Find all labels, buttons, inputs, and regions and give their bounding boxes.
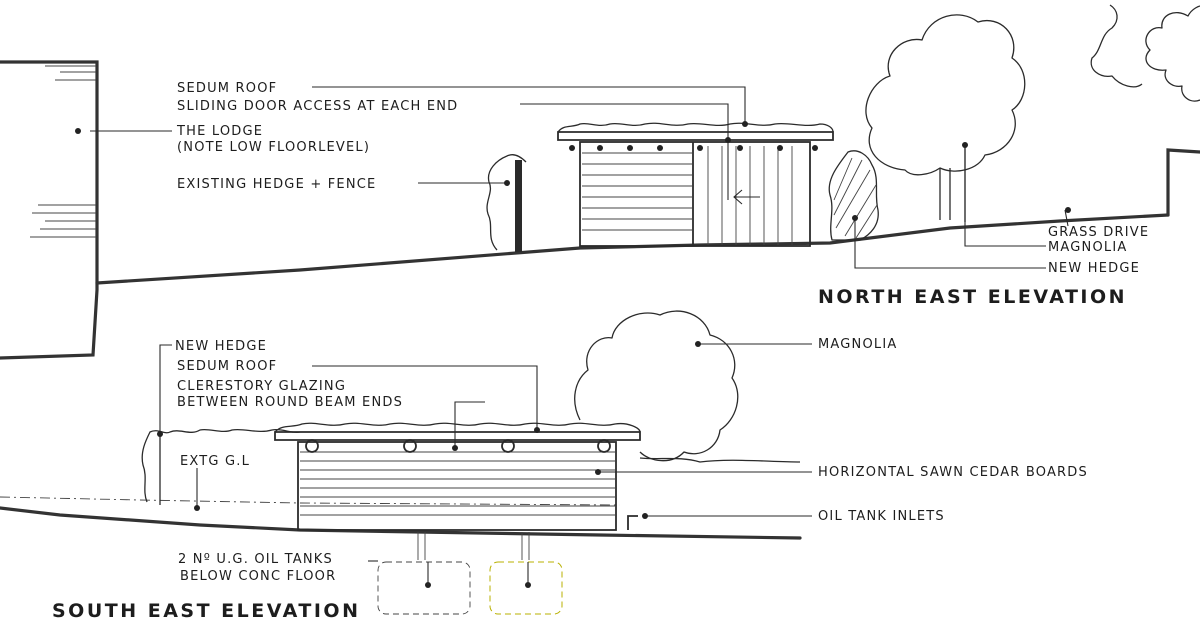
label-new-hedge-ne: NEW HEDGE: [1048, 261, 1140, 276]
the-lodge-ne: [557, 122, 834, 247]
label-oil-tank-inlets: OIL TANK INLETS: [818, 509, 945, 524]
label-oil-tanks-2: BELOW CONC FLOOR: [180, 569, 336, 584]
label-magnolia-se: MAGNOLIA: [818, 337, 897, 352]
existing-building-left: [0, 60, 99, 360]
magnolia-tree-ne: [865, 14, 1026, 222]
label-hedge-fence: EXISTING HEDGE + FENCE: [177, 177, 376, 192]
label-sliding-door: SLIDING DOOR ACCESS AT EACH END: [177, 99, 458, 114]
label-oil-tanks: 2 Nº U.G. OIL TANKS: [178, 552, 333, 567]
the-lodge-se: [274, 422, 641, 560]
new-hedge-ne: [828, 150, 879, 241]
se-ground-line: [0, 506, 802, 540]
ne-leader-lines: [75, 86, 1071, 269]
label-magnolia-ne: MAGNOLIA: [1048, 240, 1127, 255]
ne-ground-line: [95, 213, 1170, 285]
ne-labels: SEDUM ROOF SLIDING DOOR ACCESS AT EACH E…: [176, 81, 1149, 308]
underground-oil-tanks: [377, 561, 563, 615]
north-east-elevation: SEDUM ROOF SLIDING DOOR ACCESS AT EACH E…: [0, 4, 1200, 360]
label-sedum-roof-se: SEDUM ROOF: [177, 359, 277, 374]
title-south-east-elevation: SOUTH EAST ELEVATION: [52, 600, 360, 622]
label-sedum-roof-ne: SEDUM ROOF: [177, 81, 277, 96]
tree-top-right: [1090, 4, 1200, 102]
label-clerestory: CLERESTORY GLAZING: [177, 379, 346, 394]
label-grass-drive: GRASS DRIVE: [1048, 225, 1149, 240]
label-cedar-boards: HORIZONTAL SAWN CEDAR BOARDS: [818, 465, 1088, 480]
label-clerestory-2: BETWEEN ROUND BEAM ENDS: [177, 395, 403, 410]
new-hedge-se: [141, 428, 301, 505]
existing-hedge-fence: [486, 154, 527, 252]
se-leader-lines: [157, 341, 812, 562]
south-east-elevation: NEW HEDGE SEDUM ROOF CLERESTORY GLAZING …: [0, 310, 1088, 622]
magnolia-tree-se: [574, 310, 801, 463]
label-lodge-note: (NOTE LOW FLOORLEVEL): [177, 140, 370, 155]
label-extg-gl: EXTG G.L: [180, 454, 250, 469]
se-labels: NEW HEDGE SEDUM ROOF CLERESTORY GLAZING …: [52, 337, 1088, 622]
title-north-east-elevation: NORTH EAST ELEVATION: [818, 286, 1127, 308]
label-lodge: THE LODGE: [176, 124, 263, 139]
label-new-hedge-se: NEW HEDGE: [175, 339, 267, 354]
extg-ground-level: [0, 496, 621, 506]
